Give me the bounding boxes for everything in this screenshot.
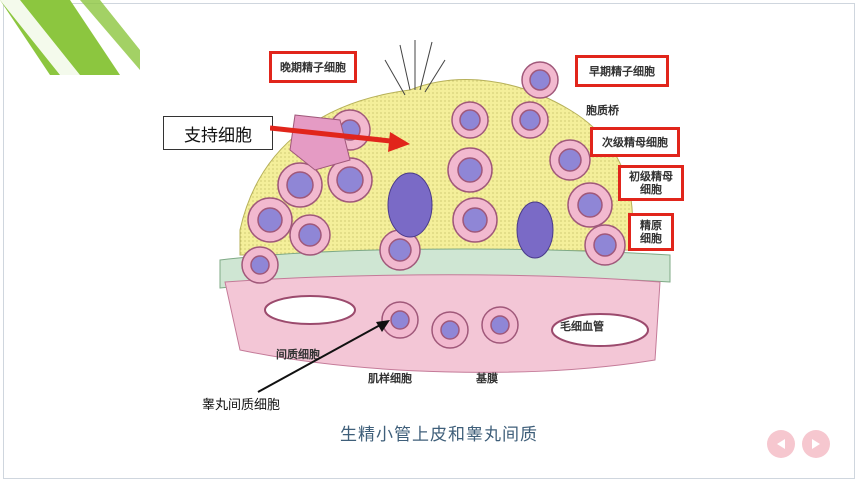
figure-caption: 生精小管上皮和睾丸间质 bbox=[340, 425, 538, 445]
label-capillary: 毛细血管 bbox=[560, 320, 604, 333]
label-myoid-cell: 肌样细胞 bbox=[368, 372, 412, 385]
next-button[interactable] bbox=[802, 430, 830, 458]
label-spermatogonium: 精原 细胞 bbox=[628, 213, 674, 251]
label-cytoplasmic-bridge: 胞质桥 bbox=[586, 104, 619, 117]
triangle-right-icon bbox=[812, 439, 820, 449]
label-late-spermatid: 晚期精子细胞 bbox=[269, 51, 357, 83]
corner-chevron-decoration bbox=[0, 0, 140, 75]
leydig-pointer-arrow bbox=[257, 320, 390, 393]
label-secondary-spermatocyte: 次级精母细胞 bbox=[590, 127, 680, 157]
sertoli-pointer-arrow bbox=[270, 125, 410, 152]
label-interstitial-cell: 间质细胞 bbox=[276, 348, 320, 361]
annotation-leydig-cell: 睾丸间质细胞 bbox=[202, 398, 281, 413]
seminiferous-tubule-illustration bbox=[219, 40, 671, 373]
label-spermatogonium-line2: 细胞 bbox=[640, 232, 662, 245]
label-primary-spermatocyte-line2: 细胞 bbox=[640, 183, 662, 196]
label-primary-spermatocyte-line1: 初级精母 bbox=[629, 170, 673, 183]
slide-frame bbox=[3, 3, 855, 479]
label-primary-spermatocyte: 初级精母 细胞 bbox=[618, 165, 684, 201]
label-early-spermatid: 早期精子细胞 bbox=[575, 55, 669, 87]
prev-button[interactable] bbox=[767, 430, 795, 458]
label-spermatogonium-line1: 精原 bbox=[640, 219, 662, 232]
label-basement-membrane: 基膜 bbox=[476, 372, 498, 385]
label-sertoli-cell: 支持细胞 bbox=[163, 116, 273, 150]
triangle-left-icon bbox=[777, 439, 785, 449]
